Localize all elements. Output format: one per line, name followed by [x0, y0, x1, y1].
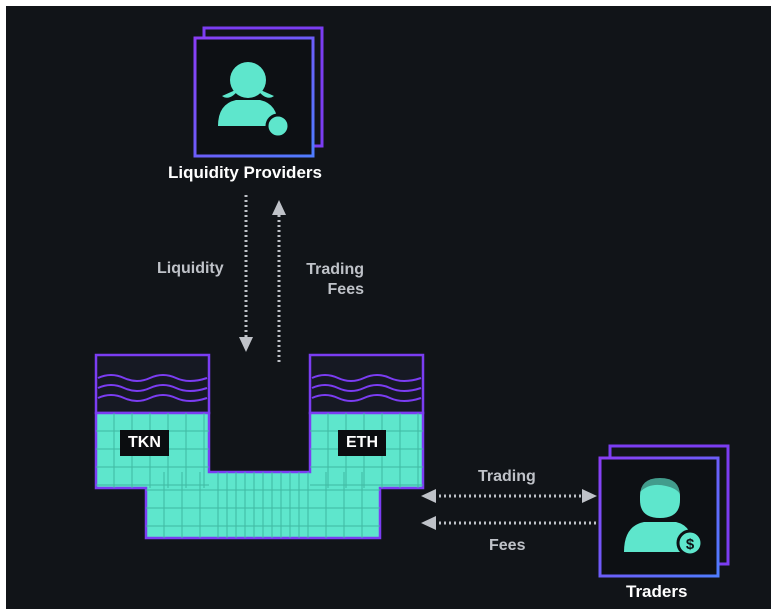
trading-arrow: [421, 489, 597, 503]
svg-text:$: $: [686, 536, 695, 553]
trading-fees-label: Trading Fees: [306, 261, 364, 298]
pool-left-tank: [94, 353, 211, 415]
trading-label: Trading: [478, 468, 536, 485]
person-add-icon: [218, 62, 291, 139]
token-eth-tag: ETH: [338, 430, 386, 456]
traders-card: $: [598, 444, 730, 578]
trading-fees-arrow: [272, 200, 286, 362]
liquidity-providers-card: [193, 26, 324, 158]
fees-arrow: [421, 516, 598, 530]
fees-label: Fees: [489, 537, 526, 554]
liquidity-label: Liquidity: [157, 260, 224, 277]
person-dollar-icon: $: [624, 474, 704, 557]
liquidity-providers-label: Liquidity Providers: [168, 163, 322, 182]
pool-right-tank: [308, 353, 425, 415]
token-tkn-tag: TKN: [120, 430, 169, 456]
traders-label: Traders: [626, 582, 688, 601]
liquidity-arrow: [239, 195, 253, 352]
